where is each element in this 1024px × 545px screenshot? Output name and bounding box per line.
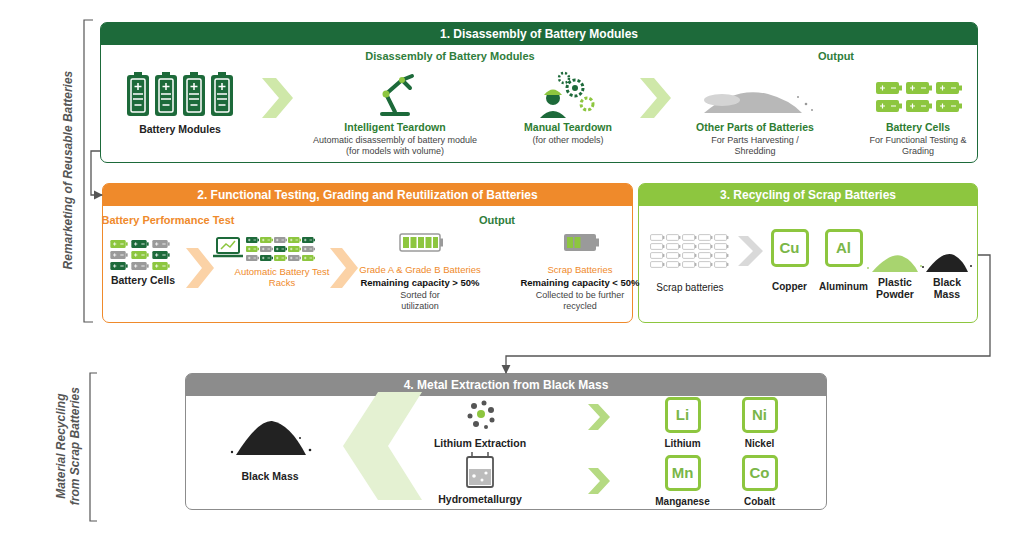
element-box: CoCobalt [742, 455, 778, 491]
caption-label: Remaining capacity < 50% [515, 277, 645, 288]
caption-label: Sorted for utilization [385, 290, 455, 311]
element-symbol: Ni [745, 400, 775, 430]
element-name: Manganese [655, 496, 709, 507]
element-symbol: Mn [668, 458, 698, 488]
element-name: Copper [772, 281, 807, 292]
element-symbol: Al [828, 232, 860, 264]
element-symbol: Cu [774, 232, 806, 264]
caption-label: Scrap batteries [640, 282, 740, 294]
caption-label: For Functional Testing & Grading [863, 135, 973, 156]
caption-label: Scrap Batteries [530, 264, 630, 275]
caption-label: Plastic Powder [870, 276, 920, 301]
caption-label: Remaining capacity > 50% [345, 277, 495, 288]
caption-label: Other Parts of Batteries [680, 121, 830, 133]
caption-label: Battery Cells [868, 121, 968, 133]
stage-header: 3. Recycling of Scrap Batteries [639, 184, 977, 206]
element-name: Cobalt [744, 496, 775, 507]
caption-label: (for other models) [508, 135, 628, 146]
caption-label: For Parts Harvesting / Shredding [700, 135, 810, 156]
element-symbol: Co [745, 458, 775, 488]
element-box: AlAluminum [825, 229, 863, 267]
side-label: Remarketing of Reusable Batteries [61, 20, 75, 320]
caption-label: Manual Teardown [508, 121, 628, 133]
element-name: Aluminum [819, 281, 868, 292]
caption-label: Hydrometallurgy [415, 493, 545, 505]
element-box: NiNickel [742, 397, 778, 433]
caption-label: Collected to be further recycled [530, 290, 630, 311]
stage-header: 4. Metal Extraction from Black Mass [186, 374, 826, 396]
element-symbol: Li [668, 400, 698, 430]
caption-label: Battery Cells [98, 274, 188, 286]
side-label: Material Recycling from Scrap Batteries [54, 381, 82, 511]
caption-label: Output [796, 50, 876, 63]
element-box: CuCopper [771, 229, 809, 267]
element-name: Nickel [745, 438, 774, 449]
stage-box: 2. Functional Testing, Grading and Reuti… [102, 183, 633, 323]
caption-label: Battery Performance Test [88, 214, 248, 227]
caption-label: Output [457, 214, 537, 227]
caption-label: Lithium Extraction [415, 437, 545, 449]
element-box: MnManganese [665, 455, 701, 491]
stage-header: 2. Functional Testing, Grading and Reuti… [103, 184, 632, 206]
element-name: Lithium [664, 438, 700, 449]
caption-label: Battery Modules [120, 123, 240, 135]
caption-label: Black Mass [220, 470, 320, 482]
caption-label: Disassembly of Battery Modules [340, 50, 560, 63]
caption-label: Automatic Battery Test Racks [232, 266, 332, 288]
caption-label: Automatic disassembly of battery module … [306, 135, 484, 156]
caption-label: Grade A & Grade B Batteries [345, 264, 495, 275]
stage-box: 3. Recycling of Scrap BatteriesCuCopperA… [638, 183, 978, 323]
element-box: LiLithium [665, 397, 701, 433]
caption-label: Black Mass [925, 276, 969, 301]
caption-label: Intelligent Teardown [320, 121, 470, 133]
stage-header: 1. Disassembly of Battery Modules [101, 23, 977, 45]
